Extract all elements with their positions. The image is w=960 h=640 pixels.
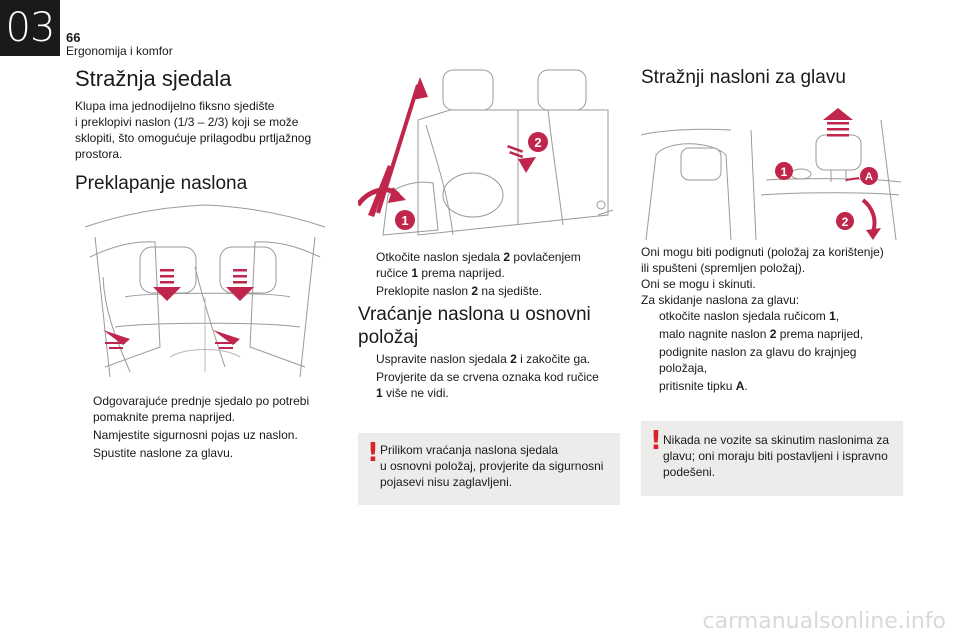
subsection-title-folding: Preklapanje naslona bbox=[75, 173, 248, 194]
list-item: Provjerite da se crvena oznaka kod ručic… bbox=[376, 370, 599, 400]
warning-note-headrests: ! Nikada ne vozite sa skinutim naslonima… bbox=[641, 421, 903, 496]
list-item: pritisnite tipku A. bbox=[659, 379, 748, 393]
intro-paragraph: Klupa ima jednodijelno fiksno sjedište i… bbox=[75, 99, 312, 161]
callout-2: 2 bbox=[842, 215, 849, 229]
list-item: Spustite naslone za glavu. bbox=[93, 446, 234, 460]
callout-1: 1 bbox=[401, 213, 408, 228]
section-title-headrests: Stražnji nasloni za glavu bbox=[641, 67, 846, 88]
list-item: Preklopite naslon 2 na sjedište. bbox=[376, 284, 543, 298]
list-item: Uspravite naslon sjedala 2 i zakočite ga… bbox=[376, 352, 591, 366]
illustration-headrests-lowering bbox=[75, 197, 335, 380]
callout-1: 1 bbox=[781, 165, 788, 179]
section-title-rear-seats: Stražnja sjedala bbox=[75, 66, 232, 91]
chapter-title: Ergonomija i komfor bbox=[66, 44, 173, 58]
chapter-tab: 03 bbox=[0, 0, 60, 56]
list-item: otkočite naslon sjedala ručicom 1, bbox=[659, 309, 840, 323]
illustration-seatback-folding: 1 2 bbox=[358, 65, 618, 245]
callout-2: 2 bbox=[534, 135, 541, 150]
warning-text: Nikada ne vozite sa skinutim naslonima z… bbox=[663, 433, 890, 479]
callout-a: A bbox=[865, 171, 873, 183]
list-item: Otkočite naslon sjedala 2 povlačenjem ru… bbox=[376, 250, 581, 280]
warning-icon: ! bbox=[650, 426, 662, 456]
list-item: Namjestite sigurnosni pojas uz naslon. bbox=[93, 428, 298, 442]
illustration-headrest-removal: 1 A 2 bbox=[641, 100, 903, 240]
fold-steps-list: Otkočite naslon sjedala 2 povlačenjem ru… bbox=[358, 249, 620, 301]
warning-icon: ! bbox=[367, 438, 379, 468]
footer-watermark: carmanualsonline.info bbox=[702, 609, 946, 634]
headrest-intro: Oni mogu biti podignuti (položaj za kori… bbox=[641, 245, 884, 307]
list-item: malo nagnite naslon 2 prema naprijed, bbox=[659, 327, 864, 341]
page-number: 66 bbox=[66, 30, 81, 45]
headrest-steps-list: otkočite naslon sjedala ručicom 1, malo … bbox=[641, 308, 903, 396]
return-steps-list: Uspravite naslon sjedala 2 i zakočite ga… bbox=[358, 351, 620, 403]
